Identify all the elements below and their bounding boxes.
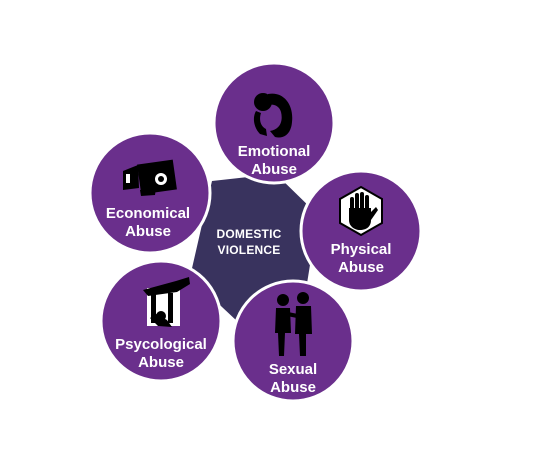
two-people-icon	[275, 292, 312, 356]
sexual-label-line2: Abuse	[270, 379, 316, 396]
physical-label-line2: Abuse	[338, 259, 384, 276]
psycological-label-line1: Psycological	[115, 336, 207, 353]
node-physical-abuse: Physical Abuse	[299, 169, 423, 293]
economical-label-line1: Economical	[106, 205, 190, 222]
center-label-line1: DOMESTIC	[217, 227, 282, 241]
hand-holding-money-icon	[123, 159, 177, 196]
hand-pushing-person-icon	[143, 277, 190, 327]
physical-label-line1: Physical	[331, 241, 392, 258]
emotional-label-line2: Abuse	[251, 161, 297, 178]
emotional-label-line1: Emotional	[238, 143, 311, 160]
sexual-label-line1: Sexual	[269, 361, 317, 378]
crouching-person-icon	[253, 93, 293, 138]
node-economical-abuse: Economical Abuse	[88, 131, 212, 255]
raised-hand-icon	[339, 185, 383, 237]
economical-label-line2: Abuse	[125, 223, 171, 240]
node-psycological-abuse: Psycological Abuse	[99, 259, 223, 383]
psycological-label-line2: Abuse	[138, 354, 184, 371]
center-label-line2: VIOLENCE	[218, 243, 281, 257]
node-emotional-abuse: Emotional Abuse	[212, 61, 336, 185]
node-sexual-abuse: Sexual Abuse	[231, 279, 355, 403]
